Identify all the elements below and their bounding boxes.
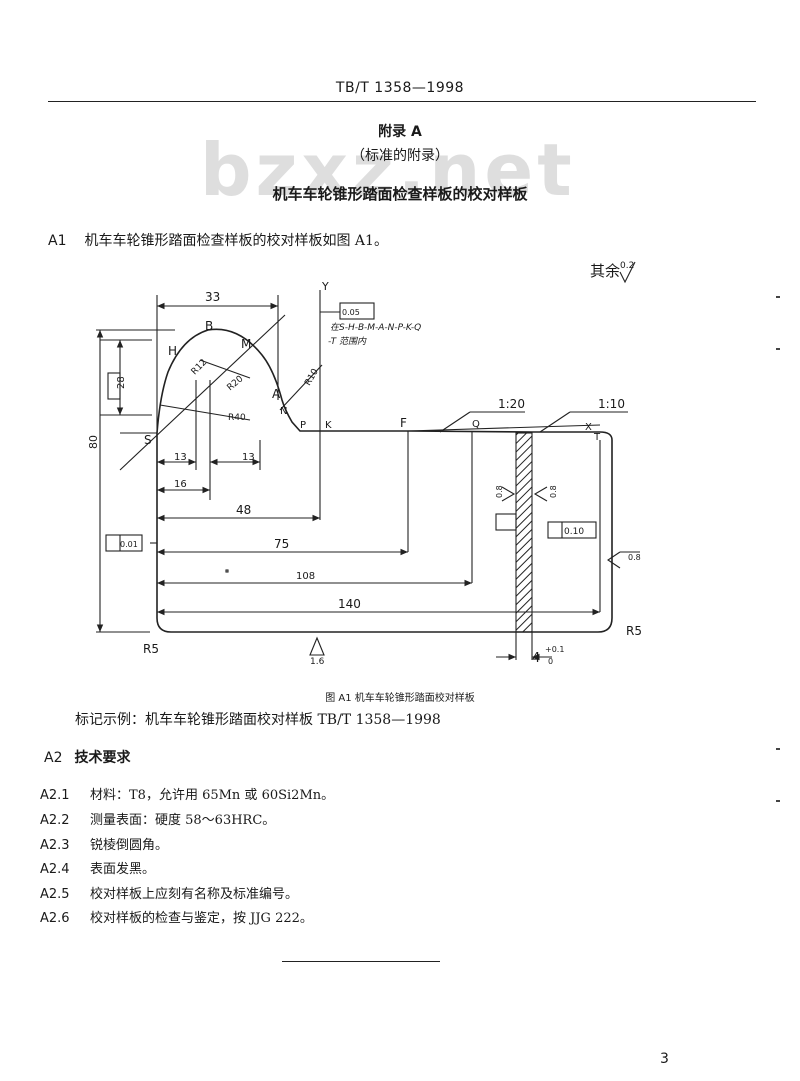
radius-r5-right: R5 xyxy=(626,624,642,638)
dim-13b: 13 xyxy=(242,452,255,463)
requirement-number: A2.4 xyxy=(40,862,70,877)
slope-1-20: 1:20 xyxy=(498,397,525,411)
point-s: S xyxy=(144,433,152,447)
header-rule xyxy=(48,101,756,102)
roughness-note: 其余 xyxy=(590,262,620,280)
watermark: bzxz.net xyxy=(200,128,576,212)
requirement-text: 校对样板上应刻有名称及标准编号。 xyxy=(90,887,299,902)
dim-33: 33 xyxy=(205,290,220,304)
standard-code-header: TB/T 1358—1998 xyxy=(335,80,465,96)
clause-a1: A1 机车车轮锥形踏面检查样板的校对样板如图 A1。 xyxy=(48,230,388,250)
tol-right-square: 0.10 xyxy=(564,527,584,537)
requirement-text: 锐棱倒圆角。 xyxy=(90,838,169,853)
dim-13a: 13 xyxy=(174,452,187,463)
rough-bottom: 1.6 xyxy=(310,657,325,667)
gauge-outline xyxy=(156,328,613,633)
requirement-text: 表面发黑。 xyxy=(90,862,156,877)
dim-108: 108 xyxy=(296,571,315,582)
rough-right: 0.8 xyxy=(549,485,558,498)
dim-80: 80 xyxy=(87,435,100,449)
margin-mark xyxy=(776,748,780,750)
appendix-type: （标准的附录） xyxy=(351,148,449,164)
tol-top-profile: 0.05 xyxy=(342,308,360,317)
point-p: P xyxy=(300,420,306,431)
clause-a2-number: A2 xyxy=(44,750,63,766)
clause-a1-number: A1 xyxy=(48,233,67,249)
tol-left-flat: 0.01 xyxy=(120,540,138,549)
rough-left: 0.8 xyxy=(495,485,504,498)
requirement-number: A2.6 xyxy=(40,911,70,926)
requirement-number: A2.2 xyxy=(40,813,70,828)
requirement-text: 校对样板的检查与鉴定，按 JJG 222。 xyxy=(90,911,313,926)
clause-a1-text: 机车车轮锥形踏面检查样板的校对样板如图 A1。 xyxy=(84,233,388,249)
profile-note-2: -T 范围内 xyxy=(328,336,367,347)
point-t: T xyxy=(593,432,601,443)
margin-mark xyxy=(776,296,780,298)
point-a: A xyxy=(272,387,281,401)
point-q: Q xyxy=(472,419,480,430)
point-k: K xyxy=(325,420,332,431)
dim-140: 140 xyxy=(338,597,361,611)
roughness-note-value: 0.2 xyxy=(620,261,634,271)
dim-28: 28 xyxy=(116,376,127,389)
dim-4-upper: +0.1 xyxy=(545,645,564,654)
appendix-title: 机车车轮锥形踏面检查样板的校对样板 xyxy=(272,185,528,203)
requirement-number: A2.3 xyxy=(40,838,70,853)
end-rule xyxy=(282,961,440,962)
axis-x-label: X xyxy=(585,422,592,433)
profile-note-1: 在S-H-B-M-A-N-P-K-Q xyxy=(330,322,421,333)
requirement-item: A2.2 测量表面：硬度 58～63HRC。 xyxy=(40,809,275,828)
figure-caption: 图 A1 机车车轮锥形踏面校对样板 xyxy=(325,693,475,704)
requirement-number: A2.5 xyxy=(40,887,70,902)
hatched-insert xyxy=(515,432,533,633)
slope-1-10: 1:10 xyxy=(598,397,625,411)
margin-mark xyxy=(776,348,780,350)
requirement-text: 测量表面：硬度 58～63HRC。 xyxy=(90,813,276,828)
point-m: M xyxy=(241,337,251,351)
technical-drawing: 33 28 80 13 13 16 48 75 108 140 4 +0.1 0… xyxy=(87,261,642,667)
appendix-label: 附录 A xyxy=(378,124,422,140)
margin-mark xyxy=(776,800,780,802)
dim-48: 48 xyxy=(236,503,251,517)
radius-r40: R40 xyxy=(228,413,246,423)
radius-r20: R20 xyxy=(225,374,245,393)
dim-4: 4 xyxy=(532,651,540,666)
radius-r10: R10 xyxy=(303,367,321,388)
radius-r5-left: R5 xyxy=(143,642,159,656)
point-h: H xyxy=(168,344,177,358)
requirement-text: 材料：T8，允许用 65Mn 或 60Si2Mn。 xyxy=(90,788,335,803)
clause-a2-title: 技术要求 xyxy=(74,750,131,766)
page-number: 3 xyxy=(660,1051,669,1067)
requirement-number: A2.1 xyxy=(40,788,70,803)
rough-right-edge: 0.8 xyxy=(628,553,641,562)
marking-example: 标记示例：机车车轮锥形踏面校对样板 TB/T 1358—1998 xyxy=(75,712,441,728)
requirement-item: A2.6 校对样板的检查与鉴定，按 JJG 222。 xyxy=(40,907,313,926)
requirement-item: A2.4 表面发黑。 xyxy=(40,858,155,877)
point-b: B xyxy=(205,319,213,333)
axis-y-label: Y xyxy=(321,280,329,293)
dim-75: 75 xyxy=(274,537,289,551)
requirement-item: A2.3 锐棱倒圆角。 xyxy=(40,834,168,853)
radius-r12: R12 xyxy=(190,358,210,378)
dim-16: 16 xyxy=(174,479,187,490)
requirement-item: A2.5 校对样板上应刻有名称及标准编号。 xyxy=(40,883,298,902)
requirement-item: A2.1 材料：T8，允许用 65Mn 或 60Si2Mn。 xyxy=(40,784,334,803)
point-f: F xyxy=(400,416,407,430)
clause-a2-heading: A2 技术要求 xyxy=(44,747,130,767)
point-n: N xyxy=(280,406,287,417)
dim-4-lower: 0 xyxy=(548,657,553,666)
